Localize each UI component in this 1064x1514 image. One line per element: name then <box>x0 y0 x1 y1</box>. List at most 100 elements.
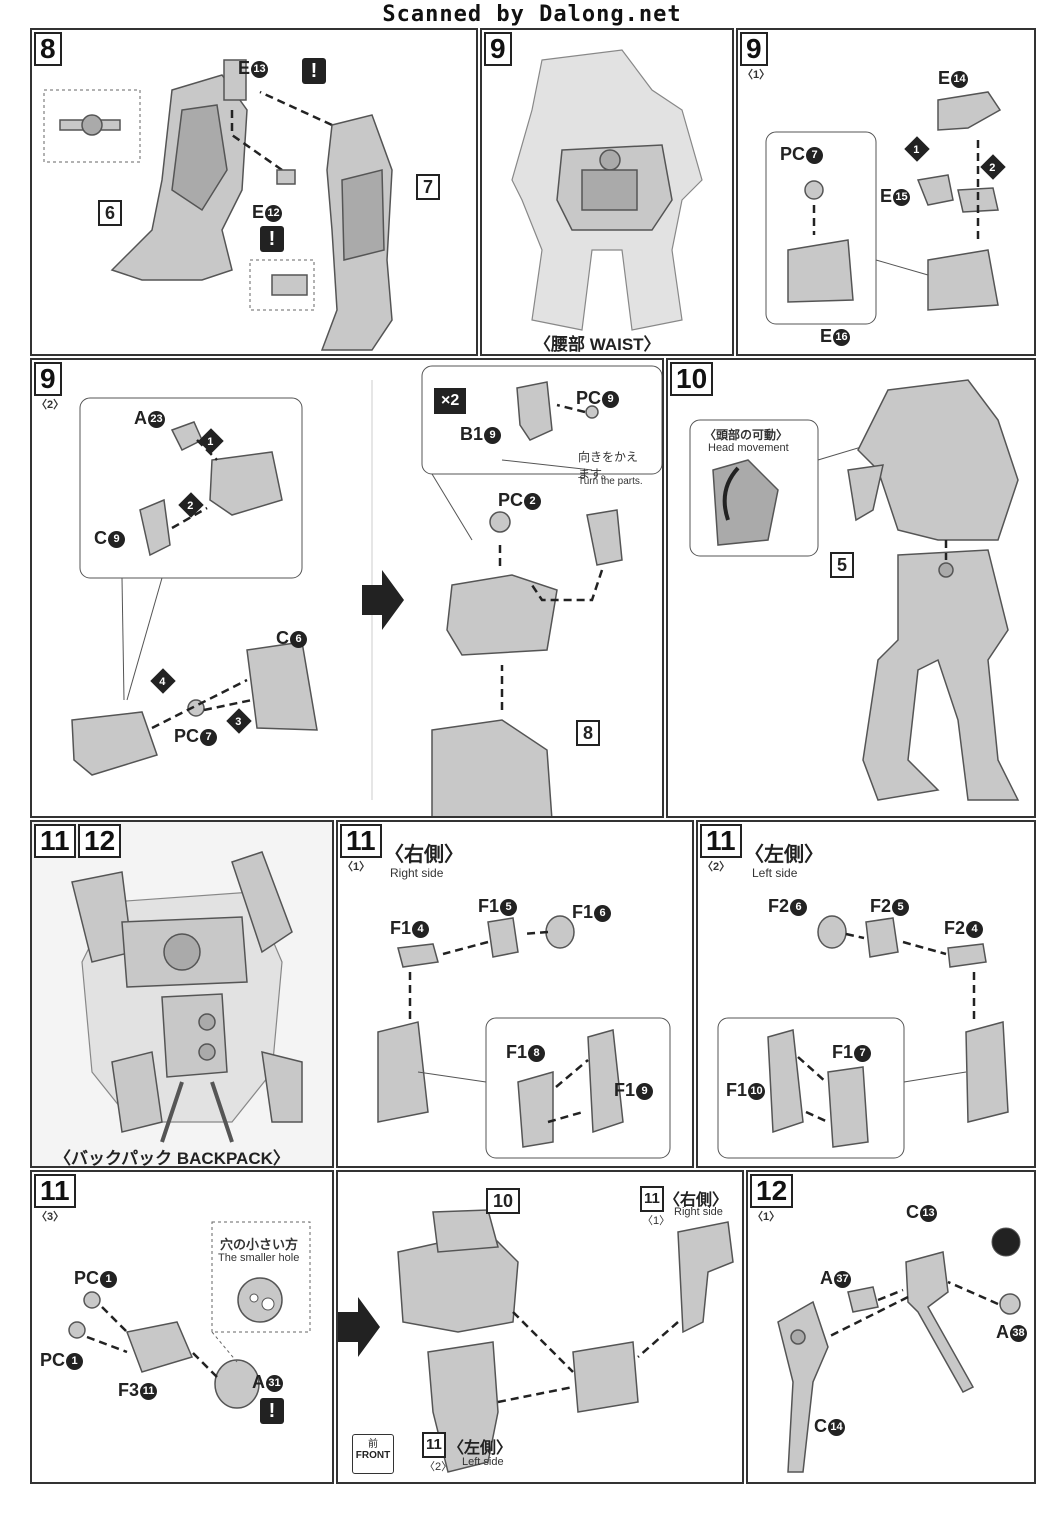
sequence-marker-2: 2 <box>178 492 204 518</box>
sequence-marker-4: 4 <box>150 668 176 694</box>
step-9-waist-panel: 9 〈腰部 WAIST〉 <box>480 28 734 356</box>
front-label-jp: 前 <box>368 1439 378 1450</box>
sequence-marker-1: 1 <box>198 428 224 454</box>
left-side-title-jp: 〈左側〉 <box>744 844 824 866</box>
step-11-assembly-drawing <box>338 1209 734 1473</box>
step-number: 9 <box>34 362 62 396</box>
turn-note-jp: 向きをかえます。 <box>578 450 639 481</box>
warning-icon: ! <box>260 226 284 252</box>
warning-icon: ! <box>260 1398 284 1424</box>
step-number: 8 <box>34 32 62 66</box>
substep-label: 〈2〉 <box>702 861 731 873</box>
sequence-marker-2: 2 <box>980 154 1006 180</box>
warning-icon: ! <box>302 58 326 84</box>
right-side-title-en: Right side <box>390 866 444 880</box>
smaller-hole-en: The smaller hole <box>218 1252 300 1264</box>
ref-step-8: 8 <box>576 720 601 746</box>
turn-note-en: Turn the parts. <box>578 476 643 487</box>
step-10-panel: 10 〈頭部の可動〉 Head movement 5 <box>666 358 1036 818</box>
head-movement-jp: 〈頭部の可動〉 <box>704 428 789 442</box>
step-10-robot-drawing <box>689 379 1020 801</box>
step-number: 9 <box>740 32 768 66</box>
step-11-2-drawing <box>717 915 1009 1159</box>
substep-label: 〈2〉 <box>36 399 65 411</box>
left-side-title-en: Left side <box>752 866 798 880</box>
step-11-3-drawing <box>68 1221 311 1409</box>
step-number: 11 <box>340 824 382 858</box>
ref-step-5: 5 <box>830 552 855 578</box>
substep-label: 〈1〉 <box>742 69 771 81</box>
step-8-drawing <box>43 59 393 351</box>
head-movement-en: Head movement <box>708 442 789 454</box>
ref-step-6: 6 <box>98 200 123 226</box>
step-9-1-drawing <box>765 91 1002 325</box>
waist-caption: 〈腰部 WAIST〉 <box>534 335 661 354</box>
step-11-12-backpack-panel: 11 12 〈バックパック BACKPACK〉 <box>30 820 334 1168</box>
ref-step-7: 7 <box>416 174 441 200</box>
step-number-11: 11 <box>34 824 76 858</box>
ref-right-title-jp: 〈右側〉 <box>664 1192 729 1209</box>
ref-left-title-en: Left side <box>462 1456 504 1468</box>
ref-left-title-jp: 〈左側〉 <box>448 1440 513 1457</box>
step-11-assembly-panel: 10 11 〈1〉 〈右側〉 Right side 11 〈2〉 〈左側〉 Le… <box>336 1170 744 1484</box>
substep-label: 〈3〉 <box>36 1211 65 1223</box>
ref-step-10: 10 <box>486 1188 521 1214</box>
ref-left-sub: 〈2〉 <box>424 1461 453 1473</box>
sequence-marker-1: 1 <box>904 136 930 162</box>
front-indicator: 前 FRONT <box>352 1434 394 1474</box>
step-11-1-drawing <box>377 915 671 1159</box>
ref-step-11-right: 11 <box>640 1186 664 1212</box>
scan-watermark: Scanned by Dalong.net <box>382 2 682 27</box>
sequence-marker-3: 3 <box>226 708 252 734</box>
step-number-12: 12 <box>78 824 122 858</box>
times-two-badge: ×2 <box>434 388 467 414</box>
step-number: 10 <box>670 362 714 396</box>
step-number: 12 <box>750 1174 794 1208</box>
step-number: 11 <box>700 824 742 858</box>
backpack-robot-drawing <box>71 851 303 1143</box>
step-number: 9 <box>484 32 512 66</box>
front-label-en: FRONT <box>355 1450 391 1461</box>
substep-label: 〈1〉 <box>342 861 371 873</box>
ref-right-sub: 〈1〉 <box>642 1215 671 1227</box>
step-number: 11 <box>34 1174 76 1208</box>
